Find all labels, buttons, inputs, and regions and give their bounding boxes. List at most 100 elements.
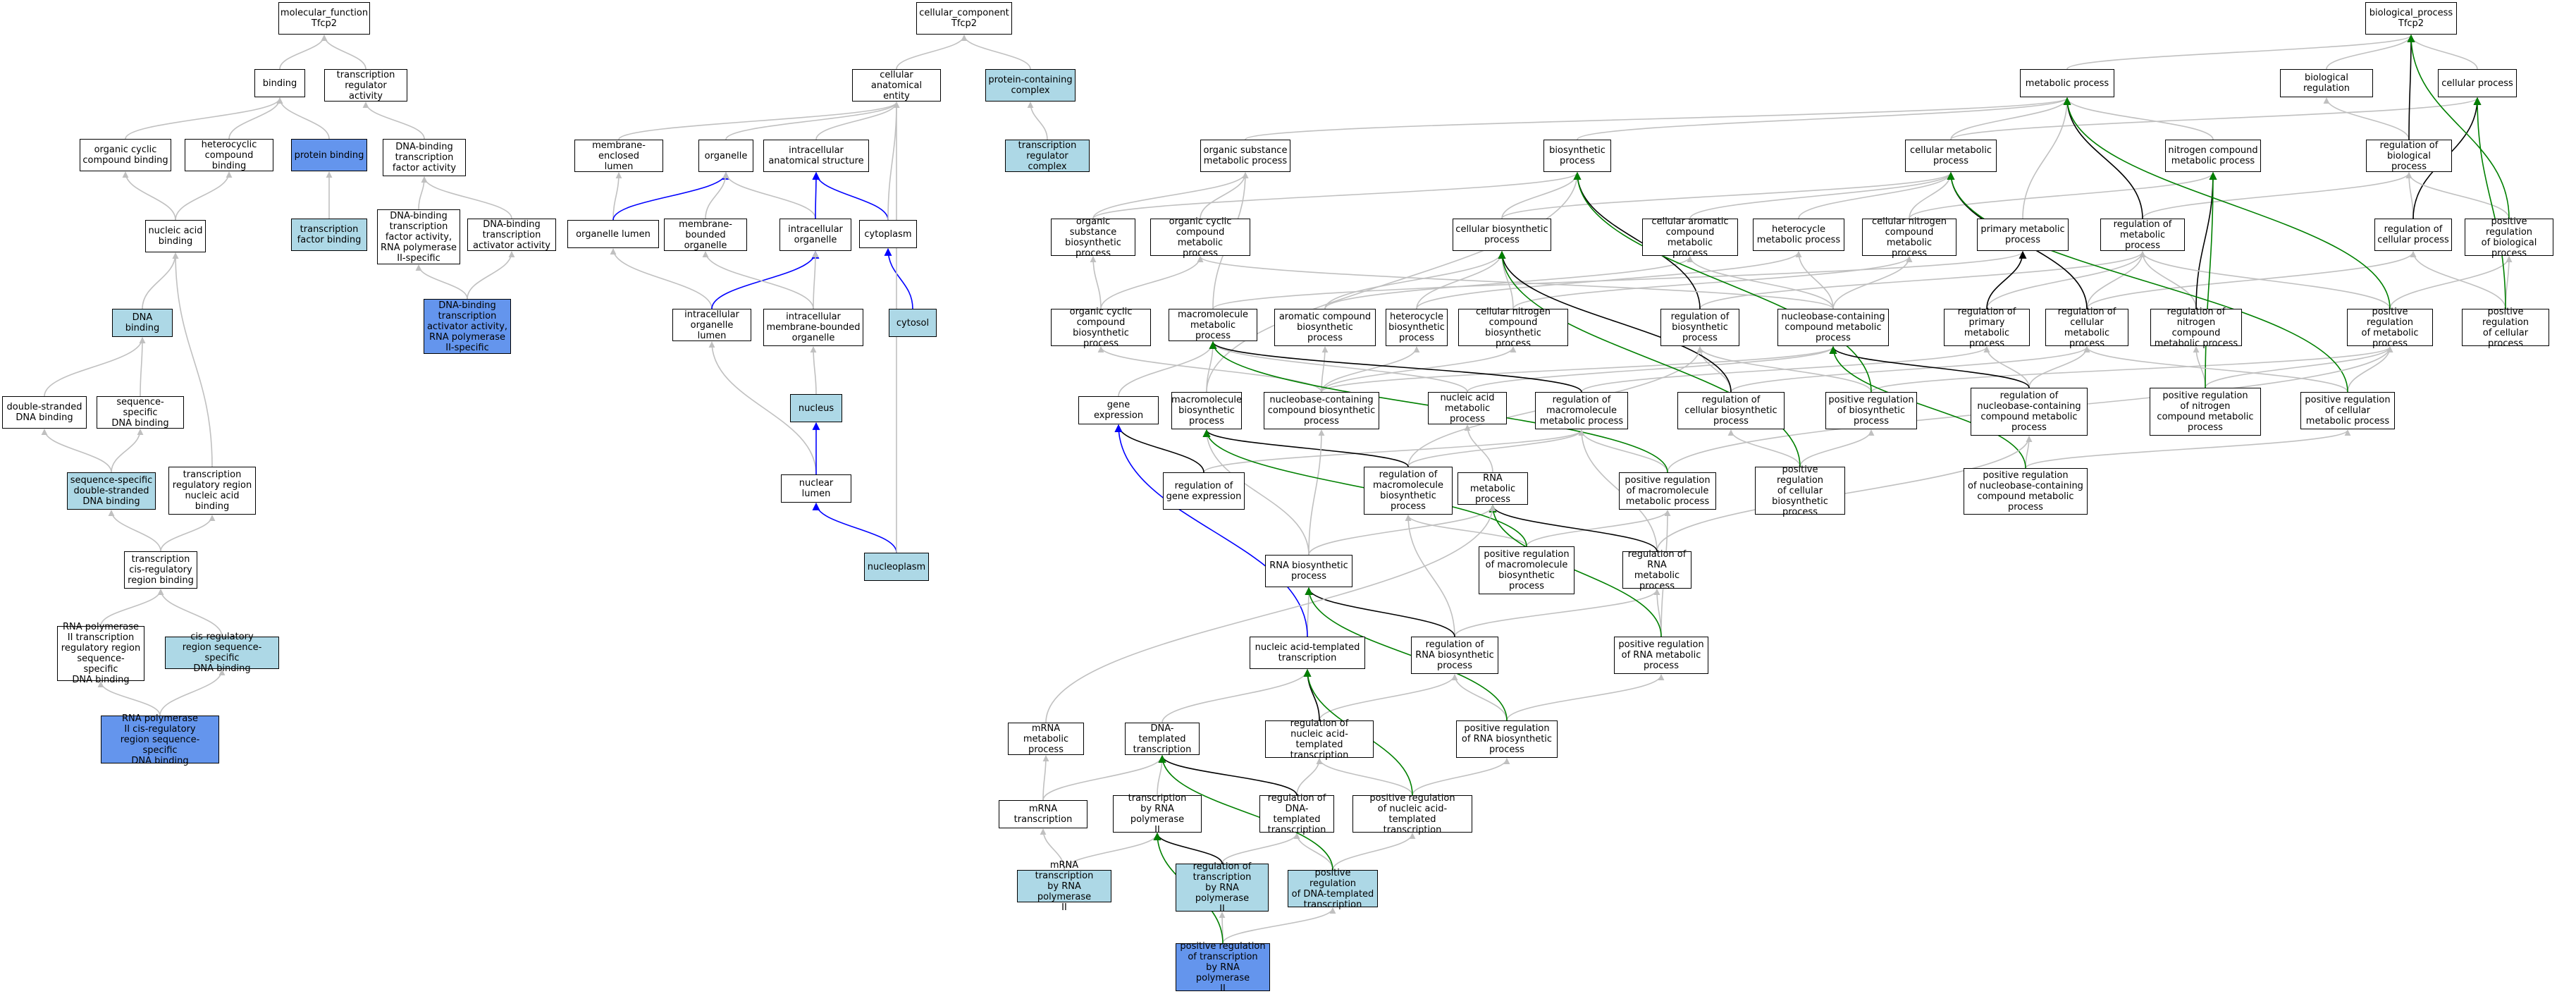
go-term-tr-pol2[interactable]: transcription by RNA polymerase II (1113, 793, 1202, 835)
go-term-mf[interactable]: molecular_function Tfcp2 (278, 2, 370, 35)
go-term-memb-lumen[interactable]: membrane-enclosed lumen (574, 140, 663, 172)
go-term-tr-reg-complex[interactable]: transcription regulator complex (1005, 140, 1090, 172)
go-term-hetero-biosyn[interactable]: heterocycle biosynthetic process (1386, 309, 1448, 346)
go-term-macro-biosyn[interactable]: macromolecule biosynthetic process (1171, 392, 1242, 429)
go-term-reg-metab[interactable]: regulation of metabolic process (2100, 219, 2185, 251)
go-term-dna-bind-t-f[interactable]: DNA-binding transcription factor activit… (383, 139, 466, 176)
go-term-reg-cell-metab[interactable]: regulation of cellular metabolic process (2045, 307, 2128, 349)
go-term-cc[interactable]: cellular_component Tfcp2 (916, 2, 1012, 35)
go-term-dna-templ-tr[interactable]: DNA-templated transcription (1125, 723, 1200, 755)
go-term-tr-reg-region[interactable]: transcription regulatory region nucleic … (168, 467, 256, 515)
go-term-organic-cyclic-bind[interactable]: organic cyclic compound binding (80, 139, 171, 171)
go-term-reg-cell-biosyn[interactable]: regulation of cellular biosynthetic proc… (1677, 392, 1785, 429)
go-term-pos-reg-dna-templ-tr[interactable]: positive regulation of DNA-templated tra… (1288, 868, 1378, 910)
go-term-org-cyc-metab[interactable]: organic cyclic compound metabolic proces… (1150, 216, 1250, 259)
go-term-cell-proc[interactable]: cellular process (2438, 69, 2517, 97)
go-term-cytosol[interactable]: cytosol (889, 309, 937, 337)
go-term-pos-reg-tr-pol2[interactable]: positive regulation of transcription by … (1176, 941, 1270, 994)
go-term-pos-reg-cell-metab[interactable]: positive regulation of cellular metaboli… (2300, 392, 2395, 429)
go-term-prim-metab[interactable]: primary metabolic process (1977, 219, 2069, 251)
go-term-nuc-acid-bind[interactable]: nucleic acid binding (145, 220, 206, 252)
go-term-org-sub-biosyn[interactable]: organic substance biosynthetic process (1051, 216, 1135, 259)
go-term-metab[interactable]: metabolic process (2020, 69, 2114, 97)
go-term-aro-biosyn[interactable]: aromatic compound biosynthetic process (1274, 309, 1376, 346)
go-term-reg-rna-biosyn[interactable]: regulation of RNA biosynthetic process (1411, 637, 1498, 674)
go-term-reg-gene-expr[interactable]: regulation of gene expression (1163, 472, 1245, 510)
go-term-memb-bound-org[interactable]: membrane-bounded organelle (664, 219, 747, 251)
go-term-pos-reg-cell-proc[interactable]: positive regulation of cellular process (2462, 307, 2549, 349)
go-term-pos-reg-rna-metab[interactable]: positive regulation of RNA metabolic pro… (1614, 637, 1708, 674)
go-term-dna-bind[interactable]: DNA binding (112, 309, 173, 337)
go-term-cae[interactable]: cellular anatomical entity (852, 69, 941, 102)
go-term-gene-expr[interactable]: gene expression (1078, 396, 1159, 424)
go-term-org-cyc-biosyn[interactable]: organic cyclic compound biosynthetic pro… (1051, 307, 1151, 349)
go-term-cytoplasm[interactable]: cytoplasm (859, 220, 917, 248)
go-term-pos-reg-metab[interactable]: positive regulation of metabolic process (2347, 307, 2433, 349)
go-term-pos-reg-nbc-metab[interactable]: positive regulation of nucleobase-contai… (1964, 468, 2088, 515)
go-term-pos-reg-rna-biosyn[interactable]: positive regulation of RNA biosynthetic … (1456, 720, 1558, 758)
go-term-nbc-biosyn[interactable]: nucleobase-containing compound biosynthe… (1264, 392, 1379, 429)
go-term-pos-reg-macro-biosyn[interactable]: positive regulation of macromolecule bio… (1479, 546, 1574, 594)
go-term-dna-bind-t-a-a[interactable]: DNA-binding transcription activator acti… (467, 219, 556, 251)
go-term-pos-reg-bio[interactable]: positive regulation of biological proces… (2465, 216, 2553, 259)
go-term-reg-biosyn[interactable]: regulation of biosynthetic process (1660, 309, 1739, 346)
go-term-rna-pol2-reg[interactable]: RNA polymerase II transcription regulato… (57, 622, 144, 685)
go-term-reg-cell-proc[interactable]: regulation of cellular process (2374, 219, 2452, 251)
go-term-dna-bind-t-a-a-pol2[interactable]: DNA-binding transcription activator acti… (424, 299, 511, 354)
go-term-reg-macro-biosyn[interactable]: regulation of macromolecule biosynthetic… (1364, 467, 1453, 515)
go-term-intra-org-lumen[interactable]: intracellular organelle lumen (672, 309, 751, 341)
go-term-rna-metab[interactable]: RNA metabolic process (1458, 472, 1528, 505)
go-term-pos-reg-nitro-metab[interactable]: positive regulation of nitrogen compound… (2150, 388, 2261, 436)
go-term-macro-metab[interactable]: macromolecule metabolic process (1169, 309, 1257, 341)
go-term-pos-reg-cell-biosyn[interactable]: positive regulation of cellular biosynth… (1755, 465, 1845, 517)
go-term-reg-rna-metab[interactable]: regulation of RNA metabolic process (1622, 549, 1691, 591)
go-term-mrna-metab[interactable]: mRNA metabolic process (1008, 723, 1084, 755)
go-term-bp[interactable]: biological_process Tfcp2 (2365, 2, 2457, 35)
go-term-organelle-lumen[interactable]: organelle lumen (567, 220, 659, 248)
go-term-cell-aro-metab[interactable]: cellular aromatic compound metabolic pro… (1642, 216, 1738, 259)
go-term-cell-nitro-biosyn[interactable]: cellular nitrogen compound biosynthetic … (1458, 307, 1568, 349)
go-term-nitro-metab[interactable]: nitrogen compound metabolic process (2165, 140, 2261, 172)
go-term-nucleoplasm[interactable]: nucleoplasm (864, 553, 929, 581)
go-term-tf-bind[interactable]: transcription factor binding (291, 219, 367, 251)
go-term-mrna-tr[interactable]: mRNA transcription (999, 800, 1087, 828)
go-term-intra-struct[interactable]: intracellular anatomical structure (763, 140, 869, 172)
go-term-org-sub-metab[interactable]: organic substance metabolic process (1200, 140, 1290, 172)
go-term-seq-ds-d-n-a[interactable]: sequence-specific double-stranded DNA bi… (67, 472, 156, 510)
go-term-bio-reg[interactable]: biological regulation (2280, 69, 2373, 97)
go-term-reg-macro-metab[interactable]: regulation of macromolecule metabolic pr… (1535, 392, 1628, 429)
go-term-cell-nitro-metab[interactable]: cellular nitrogen compound metabolic pro… (1862, 216, 1956, 259)
go-term-tr-reg[interactable]: transcription regulator activity (324, 69, 407, 102)
go-term-cell-metab[interactable]: cellular metabolic process (1905, 140, 1997, 172)
go-term-rna-pol2-cis[interactable]: RNA polymerase II cis-regulatory region … (101, 713, 219, 766)
go-term-pos-reg-nuc-acid-templ-tr[interactable]: positive regulation of nucleic acid-temp… (1352, 793, 1472, 835)
go-term-dna-bind-t-f-pol2[interactable]: DNA-binding transcription factor activit… (377, 209, 460, 264)
go-term-reg-nuc-acid-templ-tr[interactable]: regulation of nucleic acid-templated tra… (1265, 718, 1374, 761)
go-term-nuc-acid-templ-tr[interactable]: nucleic acid-templated transcription (1250, 637, 1365, 669)
go-term-rna-biosyn[interactable]: RNA biosynthetic process (1265, 555, 1352, 587)
go-term-pos-reg-macro-metab[interactable]: positive regulation of macromolecule met… (1619, 472, 1716, 510)
go-term-nuclear-lumen[interactable]: nuclear lumen (781, 474, 851, 503)
go-term-binding[interactable]: binding (254, 69, 305, 97)
go-term-nuc-acid-metab[interactable]: nucleic acid metabolic process (1428, 392, 1507, 424)
go-term-cell-biosyn[interactable]: cellular biosynthetic process (1453, 219, 1551, 251)
go-term-cis-reg-seq[interactable]: cis-regulatory region sequence-specific … (165, 632, 279, 674)
go-term-reg-nitro-metab[interactable]: regulation of nitrogen compound metaboli… (2150, 307, 2242, 349)
go-term-pcc[interactable]: protein-containing complex (985, 69, 1076, 102)
go-term-seq-d-n-a[interactable]: sequence-specific DNA binding (97, 396, 184, 429)
go-term-reg-tr-pol2[interactable]: regulation of transcription by RNA polym… (1176, 861, 1269, 914)
go-term-intra-memb-org[interactable]: intracellular membrane-bounded organelle (763, 309, 863, 346)
go-term-mrna-tr-pol2[interactable]: mRNA transcription by RNA polymerase II (1017, 860, 1111, 913)
go-term-organelle[interactable]: organelle (698, 140, 753, 172)
go-term-hetero-metab[interactable]: heterocycle metabolic process (1753, 219, 1844, 251)
go-term-protein-bind[interactable]: protein binding (291, 139, 367, 171)
go-term-reg-bio[interactable]: regulation of biological process (2366, 140, 2452, 172)
go-term-pos-reg-biosyn[interactable]: positive regulation of biosynthetic proc… (1825, 392, 1917, 429)
go-term-reg-nbc-metab[interactable]: regulation of nucleobase-containing comp… (1971, 388, 2088, 436)
go-term-nbc-metab[interactable]: nucleobase-containing compound metabolic… (1777, 309, 1889, 346)
go-term-tr-cis-reg[interactable]: transcription cis-regulatory region bind… (124, 551, 197, 589)
go-term-biosyn[interactable]: biosynthetic process (1543, 140, 1611, 172)
go-term-ds-d-n-a[interactable]: double-stranded DNA binding (2, 396, 87, 429)
go-term-nucleus[interactable]: nucleus (790, 394, 842, 422)
go-term-hetero-bind[interactable]: heterocyclic compound binding (185, 139, 273, 171)
